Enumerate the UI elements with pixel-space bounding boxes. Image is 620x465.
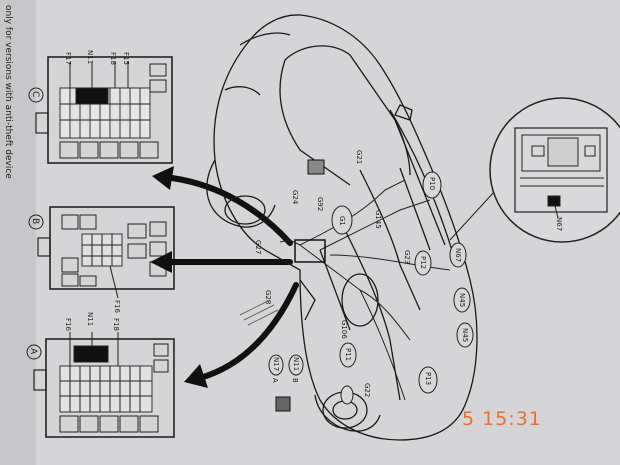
box-c-label-f18: F18	[109, 52, 117, 65]
fuse-box-a	[33, 332, 175, 438]
car-label-n17: N17	[272, 357, 280, 371]
box-c-label-n11: N11	[86, 50, 94, 64]
car-component-b	[275, 396, 291, 412]
arrow-heads	[150, 166, 208, 388]
car-label-g1: G1	[338, 216, 346, 226]
car-component-g92	[307, 159, 325, 175]
car-label-g27: G27	[254, 240, 262, 254]
car-label-p13: P13	[424, 372, 432, 385]
car-fuse-box	[294, 239, 326, 263]
car-label-p10: P10	[428, 177, 436, 190]
box-a-marker: A	[28, 348, 38, 355]
footnote-text: only for versions with anti-theft device	[3, 5, 13, 179]
camera-timestamp: 5 15:31	[462, 408, 542, 430]
car-label-g106: G106	[340, 320, 348, 339]
car-label-n67: N67	[454, 248, 462, 262]
car-label-p12: P12	[419, 256, 427, 269]
box-c-label-f15: F15	[122, 52, 130, 65]
car-label-g28: G28	[264, 290, 272, 304]
car-label-n11: N11	[292, 357, 300, 371]
box-a-label-n11: N11	[86, 312, 94, 326]
car-label-g23: G23	[403, 250, 411, 264]
car-label-n45a: N45	[458, 293, 466, 307]
car-label-g24: G24	[291, 190, 299, 205]
car-label-g145: G145	[374, 210, 382, 229]
box-b-marker: B	[30, 218, 40, 224]
car-label-b: B	[291, 378, 299, 383]
box-c-marker-circle	[28, 87, 44, 103]
box-b-marker-circle	[28, 214, 44, 230]
fuse-box-c	[35, 56, 173, 164]
pointer-arrows	[167, 175, 299, 381]
car-label-n45b: N45	[461, 328, 469, 342]
car-label-g22: G22	[363, 383, 371, 397]
car-label-g21: G21	[355, 150, 363, 164]
car-label-p11: P11	[344, 348, 352, 361]
box-b-label-f16: F16	[113, 300, 121, 313]
box-c-label-f17: F17	[64, 52, 72, 65]
box-a-label-f16: F16	[64, 318, 72, 331]
car-label-g92: G92	[316, 197, 324, 211]
box-a-label-f18: F18	[112, 318, 120, 331]
box-c-marker: C	[30, 91, 40, 97]
fuse-box-b	[37, 206, 175, 299]
car-label-a: A	[271, 378, 279, 383]
detail-inset	[449, 97, 620, 243]
ground-symbol	[239, 299, 279, 326]
inset-label-n67: N67	[555, 217, 563, 231]
box-a-marker-circle	[26, 344, 42, 360]
